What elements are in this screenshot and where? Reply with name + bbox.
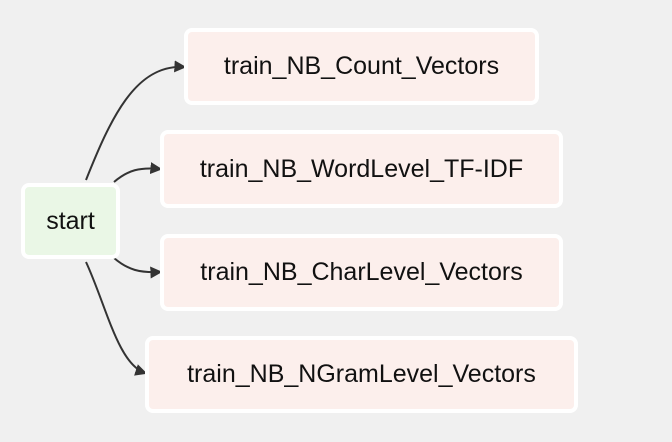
node-start[interactable]: start: [21, 183, 120, 259]
node-train-nb-count-vectors[interactable]: train_NB_Count_Vectors: [184, 28, 539, 105]
node-train-nb-wordlevel-tf-idf-label: train_NB_WordLevel_TF-IDF: [199, 154, 524, 183]
edge-start-to-char: [113, 257, 163, 279]
node-train-nb-charlevel-vectors-label: train_NB_CharLevel_Vectors: [200, 258, 523, 286]
node-train-nb-count-vectors-label: train_NB_Count_Vectors: [223, 52, 500, 80]
edge-start-to-word: [113, 162, 163, 183]
edge-start-to-count: [85, 60, 187, 181]
node-train-nb-ngramlevel-vectors-label: train_NB_NGramLevel_Vectors: [187, 360, 536, 388]
node-start-label: start: [46, 206, 95, 235]
node-train-nb-wordlevel-tf-idf[interactable]: train_NB_WordLevel_TF-IDF: [160, 130, 563, 208]
node-train-nb-charlevel-vectors[interactable]: train_NB_CharLevel_Vectors: [160, 234, 563, 311]
edge-start-to-ngram: [85, 261, 148, 376]
node-train-nb-ngramlevel-vectors[interactable]: train_NB_NGramLevel_Vectors: [145, 336, 578, 413]
